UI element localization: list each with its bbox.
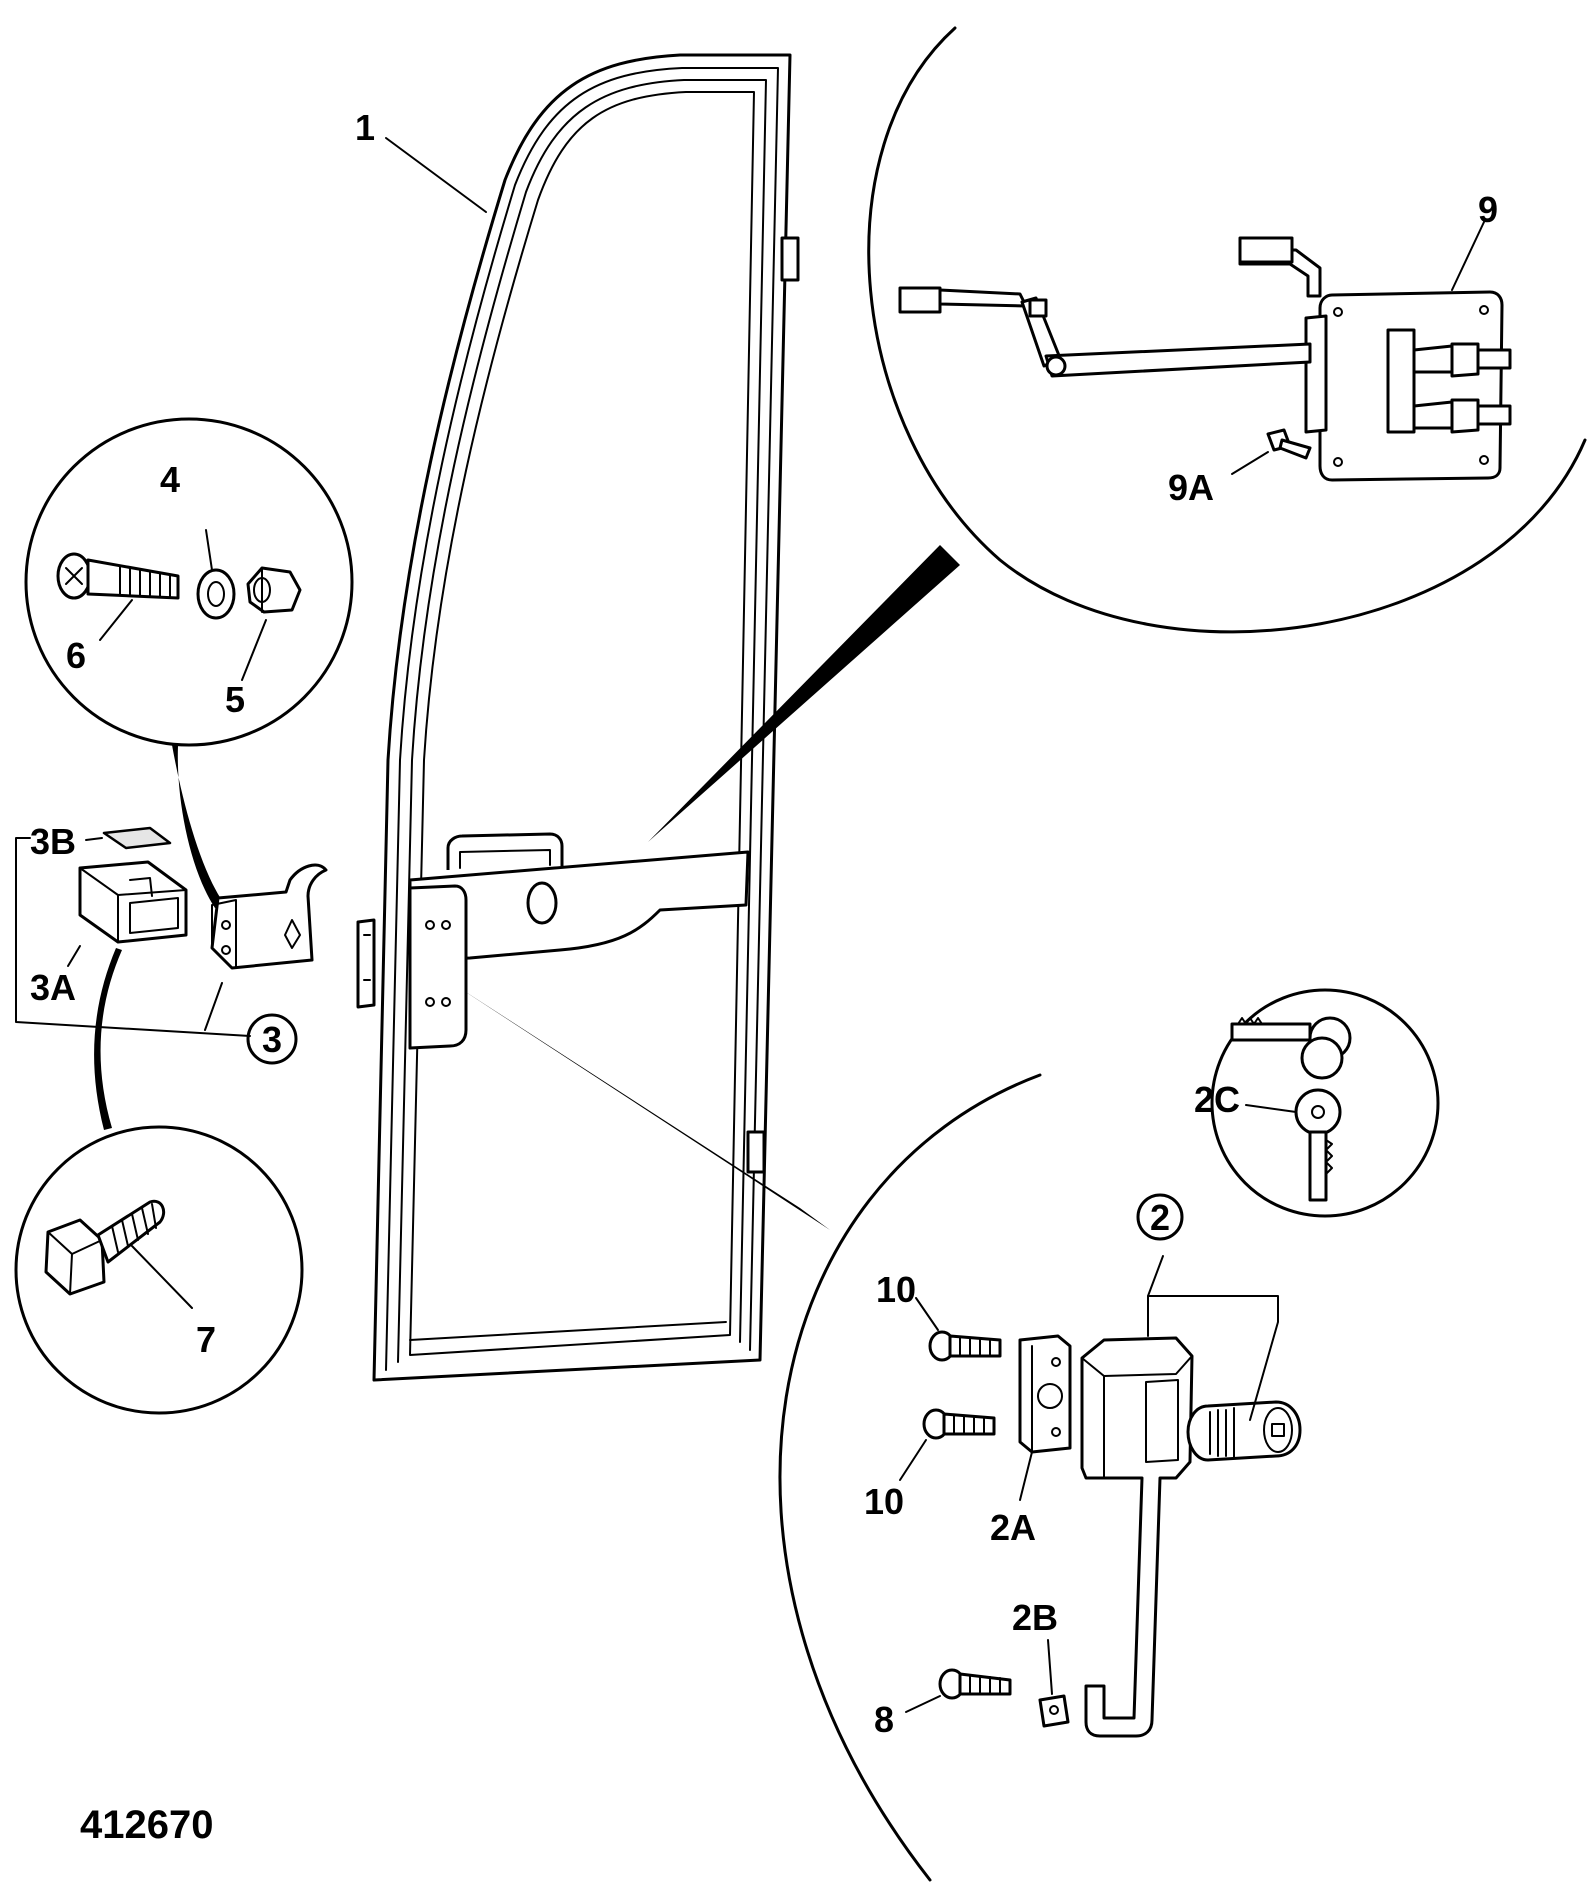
- door-latch-plate: [356, 884, 468, 1050]
- screw-6: [56, 552, 180, 600]
- callout-9: 9: [1478, 189, 1498, 230]
- door-handle-2: [1080, 1255, 1302, 1738]
- callout-5: 5: [225, 679, 245, 720]
- fasteners-detail: [56, 529, 302, 681]
- leader-wedge-handle: [455, 985, 830, 1230]
- callout-3a: 3A: [30, 967, 76, 1008]
- callout-6: 6: [66, 635, 86, 676]
- figure-number: 412670: [80, 1803, 213, 1847]
- screw-8: [905, 1668, 1012, 1713]
- spacer-2b: [1038, 1639, 1070, 1728]
- door-cross-rail: [408, 832, 750, 962]
- callout-10-lower: 10: [864, 1481, 904, 1522]
- screw-10-upper: [915, 1297, 1002, 1362]
- striker-bracket-3: [210, 863, 328, 970]
- leader-wedge-fasteners: [172, 745, 225, 908]
- gasket-2a: [1018, 1334, 1072, 1501]
- detail-circle-fasteners: [24, 417, 354, 747]
- callout-8: 8: [874, 1699, 894, 1740]
- callout-circle-3: [246, 1013, 298, 1065]
- callout-2a: 2A: [990, 1507, 1036, 1548]
- leader-wedge-lock: [648, 545, 960, 842]
- door-frame: [372, 53, 800, 1382]
- screw-9a: [1266, 428, 1312, 460]
- nut-5: [246, 566, 302, 614]
- bolt-7: [44, 1199, 193, 1309]
- leader-3b: [85, 837, 103, 841]
- callout-4: 4: [160, 459, 180, 500]
- striker-assembly: [15, 826, 328, 1037]
- callout-circle-2: [1136, 1193, 1184, 1241]
- detail-circle-door-handle: [778, 1073, 1042, 1882]
- callout-10-upper: 10: [876, 1269, 916, 1310]
- lock-mechanism-9: [898, 221, 1512, 482]
- callout-3: 3: [262, 1019, 282, 1060]
- callout-2: 2: [1150, 1197, 1170, 1238]
- callout-3b: 3B: [30, 821, 76, 862]
- leader-1: [385, 137, 487, 213]
- callout-7: 7: [196, 1319, 216, 1360]
- leader-3a: [67, 945, 81, 967]
- detail-circle-lock-mechanism: [867, 26, 1587, 634]
- washer-4: [196, 568, 236, 620]
- detail-circle-keys: [1210, 988, 1440, 1218]
- callout-2c: 2C: [1194, 1079, 1240, 1120]
- callout-9a: 9A: [1168, 467, 1214, 508]
- detail-circle-bolt: [14, 1125, 304, 1415]
- screw-10-lower: [899, 1408, 996, 1481]
- striker-pad-3b: [102, 826, 172, 850]
- keys-2c: [1230, 1016, 1352, 1202]
- leader-wedge-bolt: [94, 948, 122, 1130]
- callout-2b: 2B: [1012, 1597, 1058, 1638]
- callout-1: 1: [355, 107, 375, 148]
